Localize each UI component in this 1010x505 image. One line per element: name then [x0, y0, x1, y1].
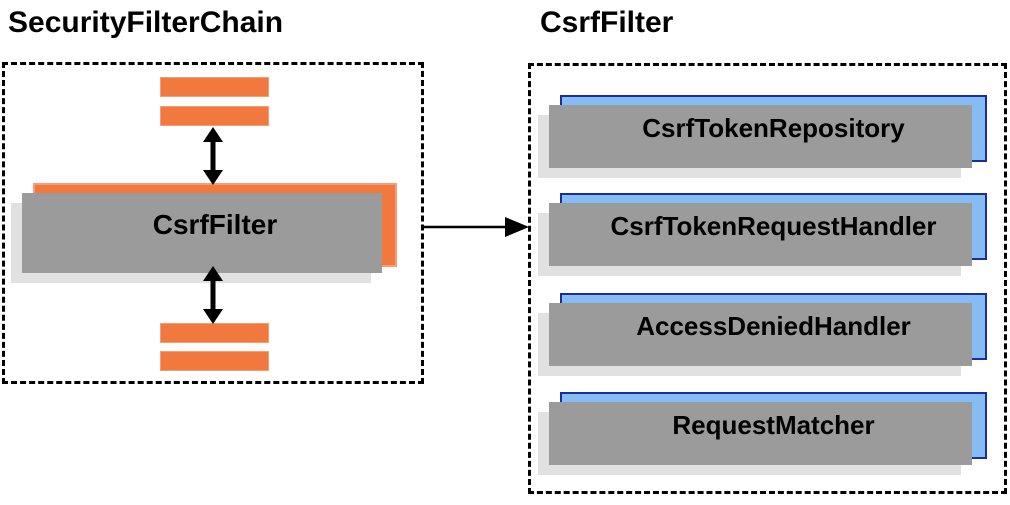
component-box-csrf-token-repository: CsrfTokenRepository — [538, 95, 987, 178]
double-arrow-icon — [203, 266, 223, 324]
component-label: AccessDeniedHandler — [636, 311, 911, 341]
filter-placeholder-bar — [160, 106, 269, 126]
csrf-filter-box: CsrfFilter — [11, 183, 397, 283]
filter-placeholder-bar — [160, 351, 269, 371]
security-filter-chain-container — [2, 62, 424, 384]
security-filter-chain-title: SecurityFilterChain — [8, 6, 284, 39]
component-box-csrf-token-request-handler: CsrfTokenRequestHandler — [538, 193, 987, 276]
filter-placeholder-bar — [160, 77, 269, 97]
flow-arrow-icon — [423, 217, 529, 237]
csrf-filter-box-label: CsrfFilter — [152, 209, 278, 240]
component-label: CsrfTokenRepository — [642, 113, 905, 143]
filter-placeholder-bar — [160, 323, 269, 343]
csrf-filter-title: CsrfFilter — [540, 6, 674, 39]
component-box-access-denied-handler: AccessDeniedHandler — [538, 293, 987, 376]
component-label: CsrfTokenRequestHandler — [610, 211, 937, 241]
component-box-request-matcher: RequestMatcher — [538, 392, 987, 475]
component-label: RequestMatcher — [672, 410, 875, 440]
double-arrow-icon — [203, 127, 223, 185]
csrf-filter-container — [528, 63, 1007, 494]
